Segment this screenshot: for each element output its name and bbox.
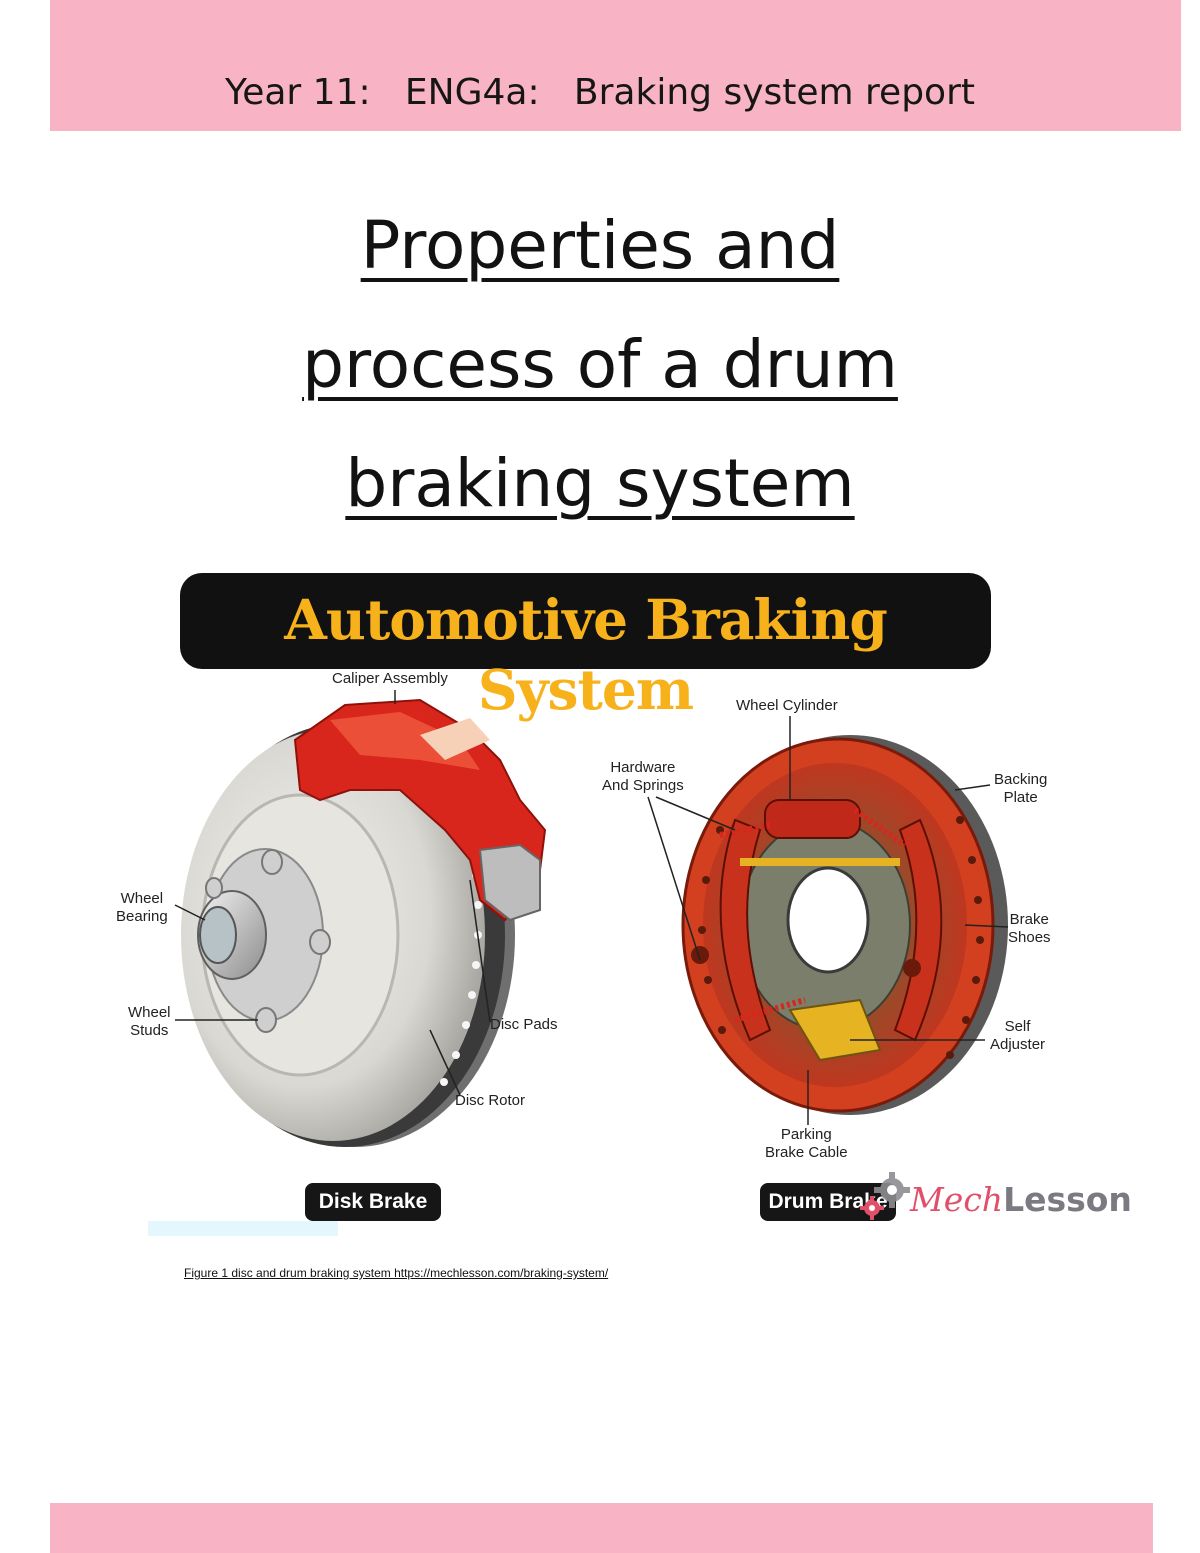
mechlesson-logo: MechLesson xyxy=(910,1178,1132,1222)
report-header: Year 11: ENG4a: Braking system report xyxy=(225,72,975,113)
gear-icon xyxy=(860,1172,910,1220)
page-title: Properties and process of a drum braking… xyxy=(0,186,1200,543)
disk-brake-illustration xyxy=(174,690,547,1147)
header-band xyxy=(50,0,1181,131)
brake-shoes xyxy=(719,818,772,1042)
disc-pads xyxy=(478,843,541,922)
backing-plate-rivets xyxy=(698,816,984,1059)
drum-brake-illustration xyxy=(647,716,1009,1125)
label-disc-pads: Disc Pads xyxy=(490,1016,558,1033)
label-wheel-cylinder: Wheel Cylinder xyxy=(736,697,838,714)
banner-title: Automotive Braking System xyxy=(284,587,888,722)
label-backing-plate: Backing Plate xyxy=(994,771,1048,806)
title-line-1: Properties and xyxy=(360,207,840,284)
caption-highlight xyxy=(148,1221,338,1236)
self-adjuster xyxy=(788,998,882,1062)
label-hardware-springs: Hardware And Springs xyxy=(602,759,684,794)
label-brake-shoes: Brake Shoes xyxy=(1008,911,1051,946)
title-line-2: process of a drum xyxy=(302,326,898,403)
wheel-studs xyxy=(205,849,331,1033)
label-disc-rotor: Disc Rotor xyxy=(455,1092,526,1109)
figure-banner: Automotive Braking System xyxy=(180,573,991,722)
label-wheel-bearing: Wheel Bearing xyxy=(116,890,168,925)
brand-part-1: Mech xyxy=(910,1180,1004,1219)
label-caliper-assembly: Caliper Assembly xyxy=(332,670,448,687)
footer-band xyxy=(50,1503,1153,1553)
brand-part-2: Lesson xyxy=(1003,1180,1132,1219)
disk-brake-pill: Disk Brake xyxy=(305,1183,441,1221)
label-wheel-studs: Wheel Studs xyxy=(128,1004,171,1039)
springs xyxy=(719,807,907,1023)
figure-caption[interactable]: Figure 1 disc and drum braking system ht… xyxy=(184,1266,609,1280)
label-parking-brake-cable: Parking Brake Cable xyxy=(765,1126,848,1161)
wheel-cylinder xyxy=(764,799,861,839)
label-self-adjuster: Self Adjuster xyxy=(990,1018,1046,1053)
title-line-3: braking system xyxy=(345,445,855,522)
